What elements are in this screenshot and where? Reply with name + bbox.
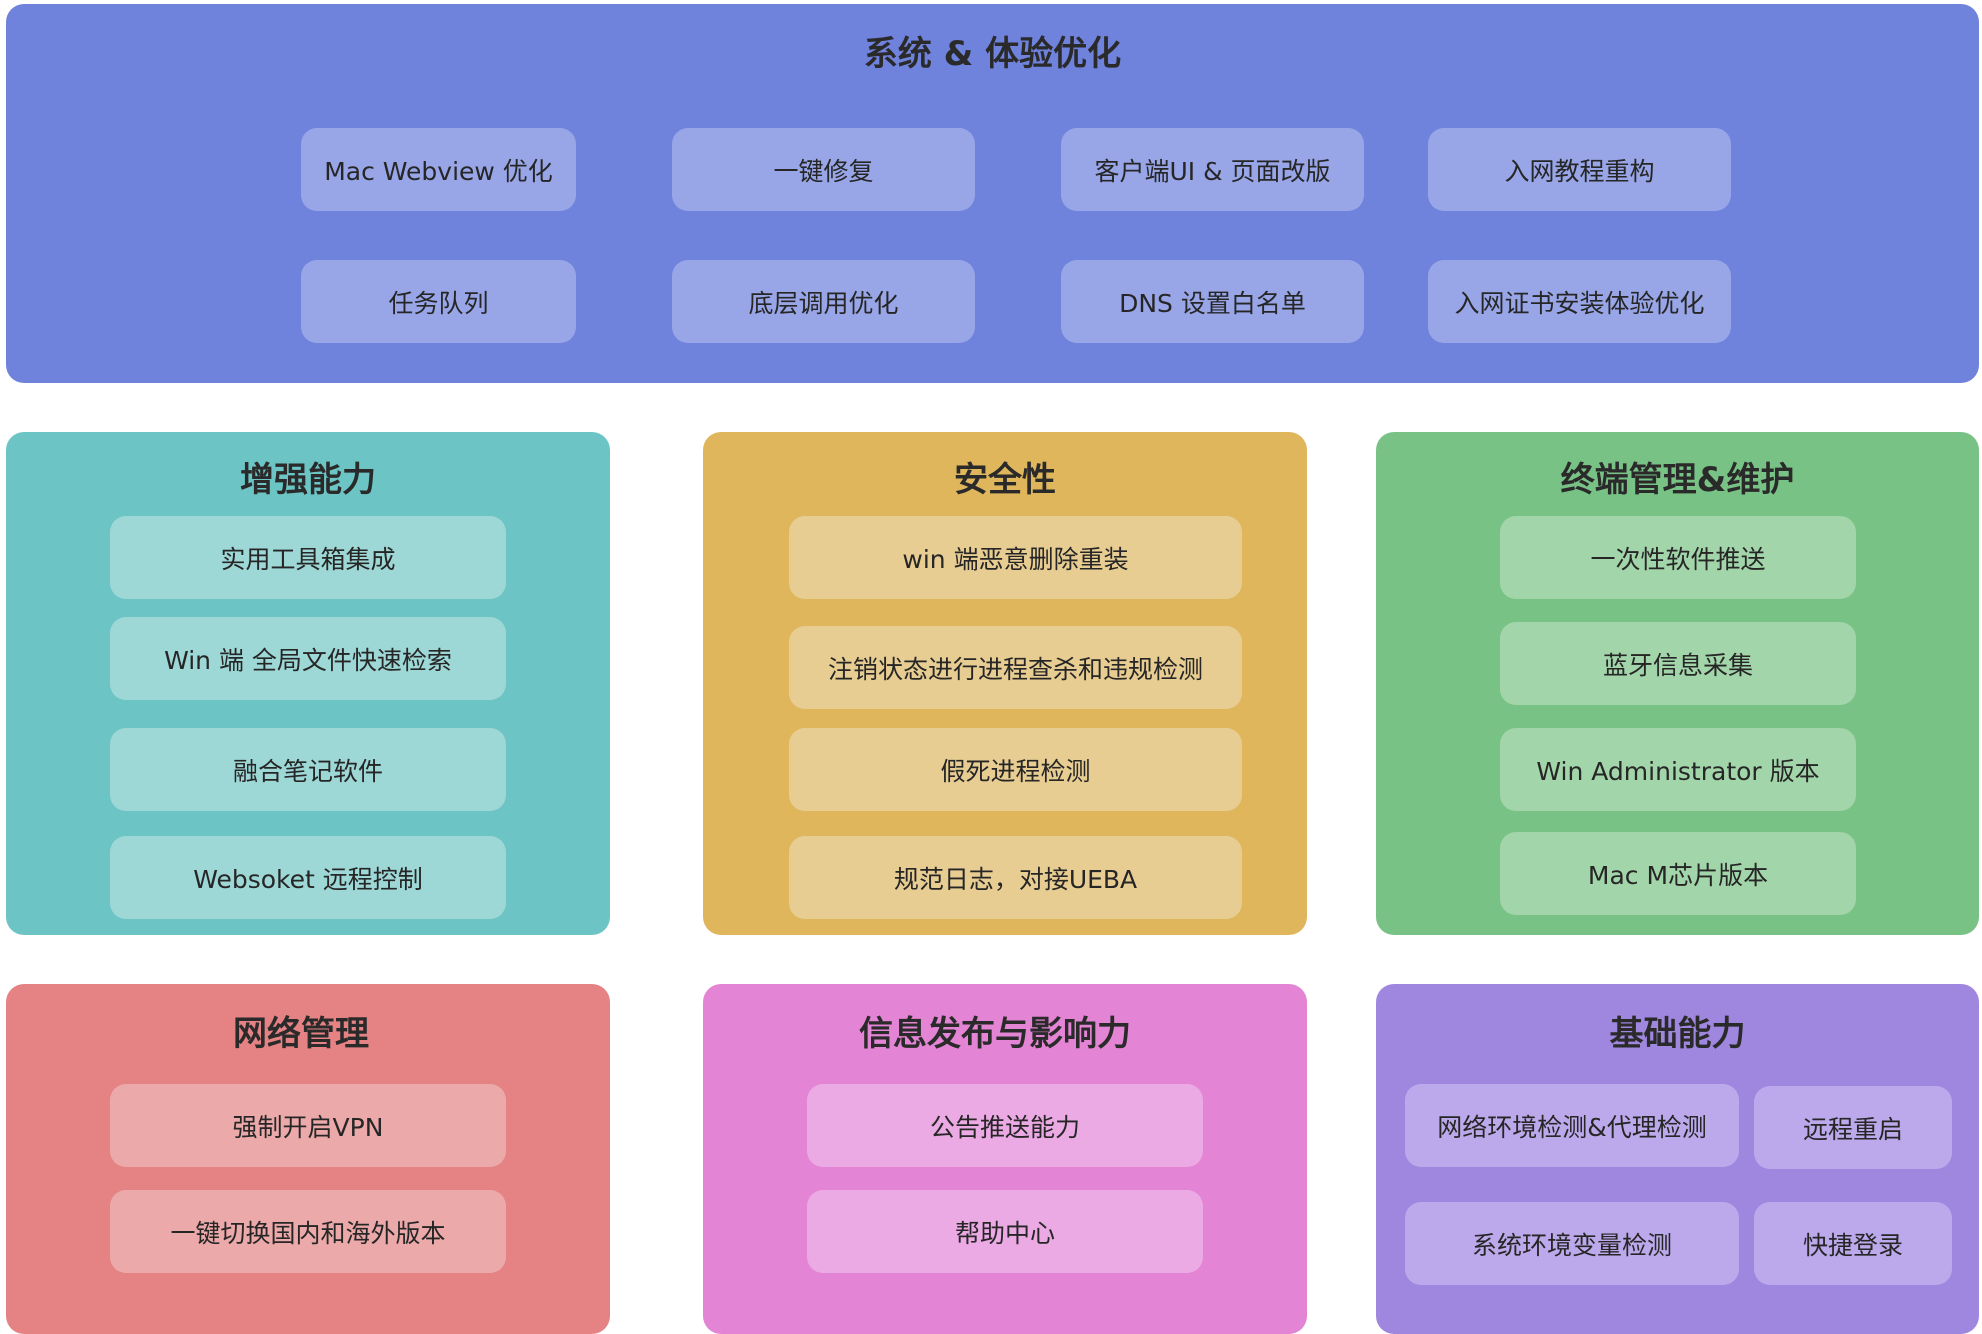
panel-network-management: 网络管理 强制开启VPN 一键切换国内和海外版本 [6, 984, 610, 1334]
chip-websocket-remote: Websoket 远程控制 [110, 836, 506, 919]
chip-bluetooth-collection: 蓝牙信息采集 [1500, 622, 1856, 705]
panel-title: 增强能力 [240, 460, 376, 500]
chip-task-queue: 任务队列 [301, 260, 576, 343]
chip-toolbox: 实用工具箱集成 [110, 516, 506, 599]
chip-region-switch: 一键切换国内和海外版本 [110, 1190, 506, 1273]
panel-title: 基础能力 [1609, 1014, 1746, 1054]
chip-env-variable-detect: 系统环境变量检测 [1405, 1202, 1739, 1285]
panel-title: 安全性 [954, 460, 1056, 500]
panel-security: 安全性 win 端恶意删除重装 注销状态进行进程查杀和违规检测 假死进程检测 规… [703, 432, 1307, 935]
chip-log-ueba: 规范日志，对接UEBA [789, 836, 1242, 919]
chip-announcement-push: 公告推送能力 [807, 1084, 1203, 1167]
chip-mac-m-chip: Mac M芯片版本 [1500, 832, 1856, 915]
chip-one-click-repair: 一键修复 [672, 128, 975, 211]
panel-base-capabilities: 基础能力 网络环境检测&代理检测 远程重启 系统环境变量检测 快捷登录 [1376, 984, 1979, 1334]
chip-dns-whitelist: DNS 设置白名单 [1061, 260, 1364, 343]
chip-onboarding-tutorial: 入网教程重构 [1428, 128, 1731, 211]
chip-certificate-install: 入网证书安装体验优化 [1428, 260, 1731, 343]
chip-notes-software: 融合笔记软件 [110, 728, 506, 811]
chip-mac-webview: Mac Webview 优化 [301, 128, 576, 211]
chip-win-admin: Win Administrator 版本 [1500, 728, 1856, 811]
panel-info-publishing: 信息发布与影响力 公告推送能力 帮助中心 [703, 984, 1307, 1334]
chip-low-level-call: 底层调用优化 [672, 260, 975, 343]
chip-malicious-reinstall: win 端恶意删除重装 [789, 516, 1242, 599]
chip-network-proxy-detect: 网络环境检测&代理检测 [1405, 1084, 1739, 1167]
panel-title: 终端管理&维护 [1560, 460, 1795, 500]
chip-client-ui-redesign: 客户端UI & 页面改版 [1061, 128, 1364, 211]
panel-title: 网络管理 [233, 1014, 369, 1054]
panel-system-experience: 系统 & 体验优化 Mac Webview 优化 一键修复 客户端UI & 页面… [6, 4, 1979, 383]
chip-hang-detection: 假死进程检测 [789, 728, 1242, 811]
panel-enhanced-capabilities: 增强能力 实用工具箱集成 Win 端 全局文件快速检索 融合笔记软件 Webso… [6, 432, 610, 935]
panel-title: 系统 & 体验优化 [863, 34, 1122, 74]
chip-file-search: Win 端 全局文件快速检索 [110, 617, 506, 700]
chip-software-push: 一次性软件推送 [1500, 516, 1856, 599]
chip-help-center: 帮助中心 [807, 1190, 1203, 1273]
chip-remote-restart: 远程重启 [1754, 1086, 1952, 1169]
chip-quick-login: 快捷登录 [1754, 1202, 1952, 1285]
panel-terminal-management: 终端管理&维护 一次性软件推送 蓝牙信息采集 Win Administrator… [1376, 432, 1979, 935]
chip-logout-process-kill: 注销状态进行进程查杀和违规检测 [789, 626, 1242, 709]
chip-force-vpn: 强制开启VPN [110, 1084, 506, 1167]
panel-title: 信息发布与影响力 [859, 1014, 1131, 1054]
